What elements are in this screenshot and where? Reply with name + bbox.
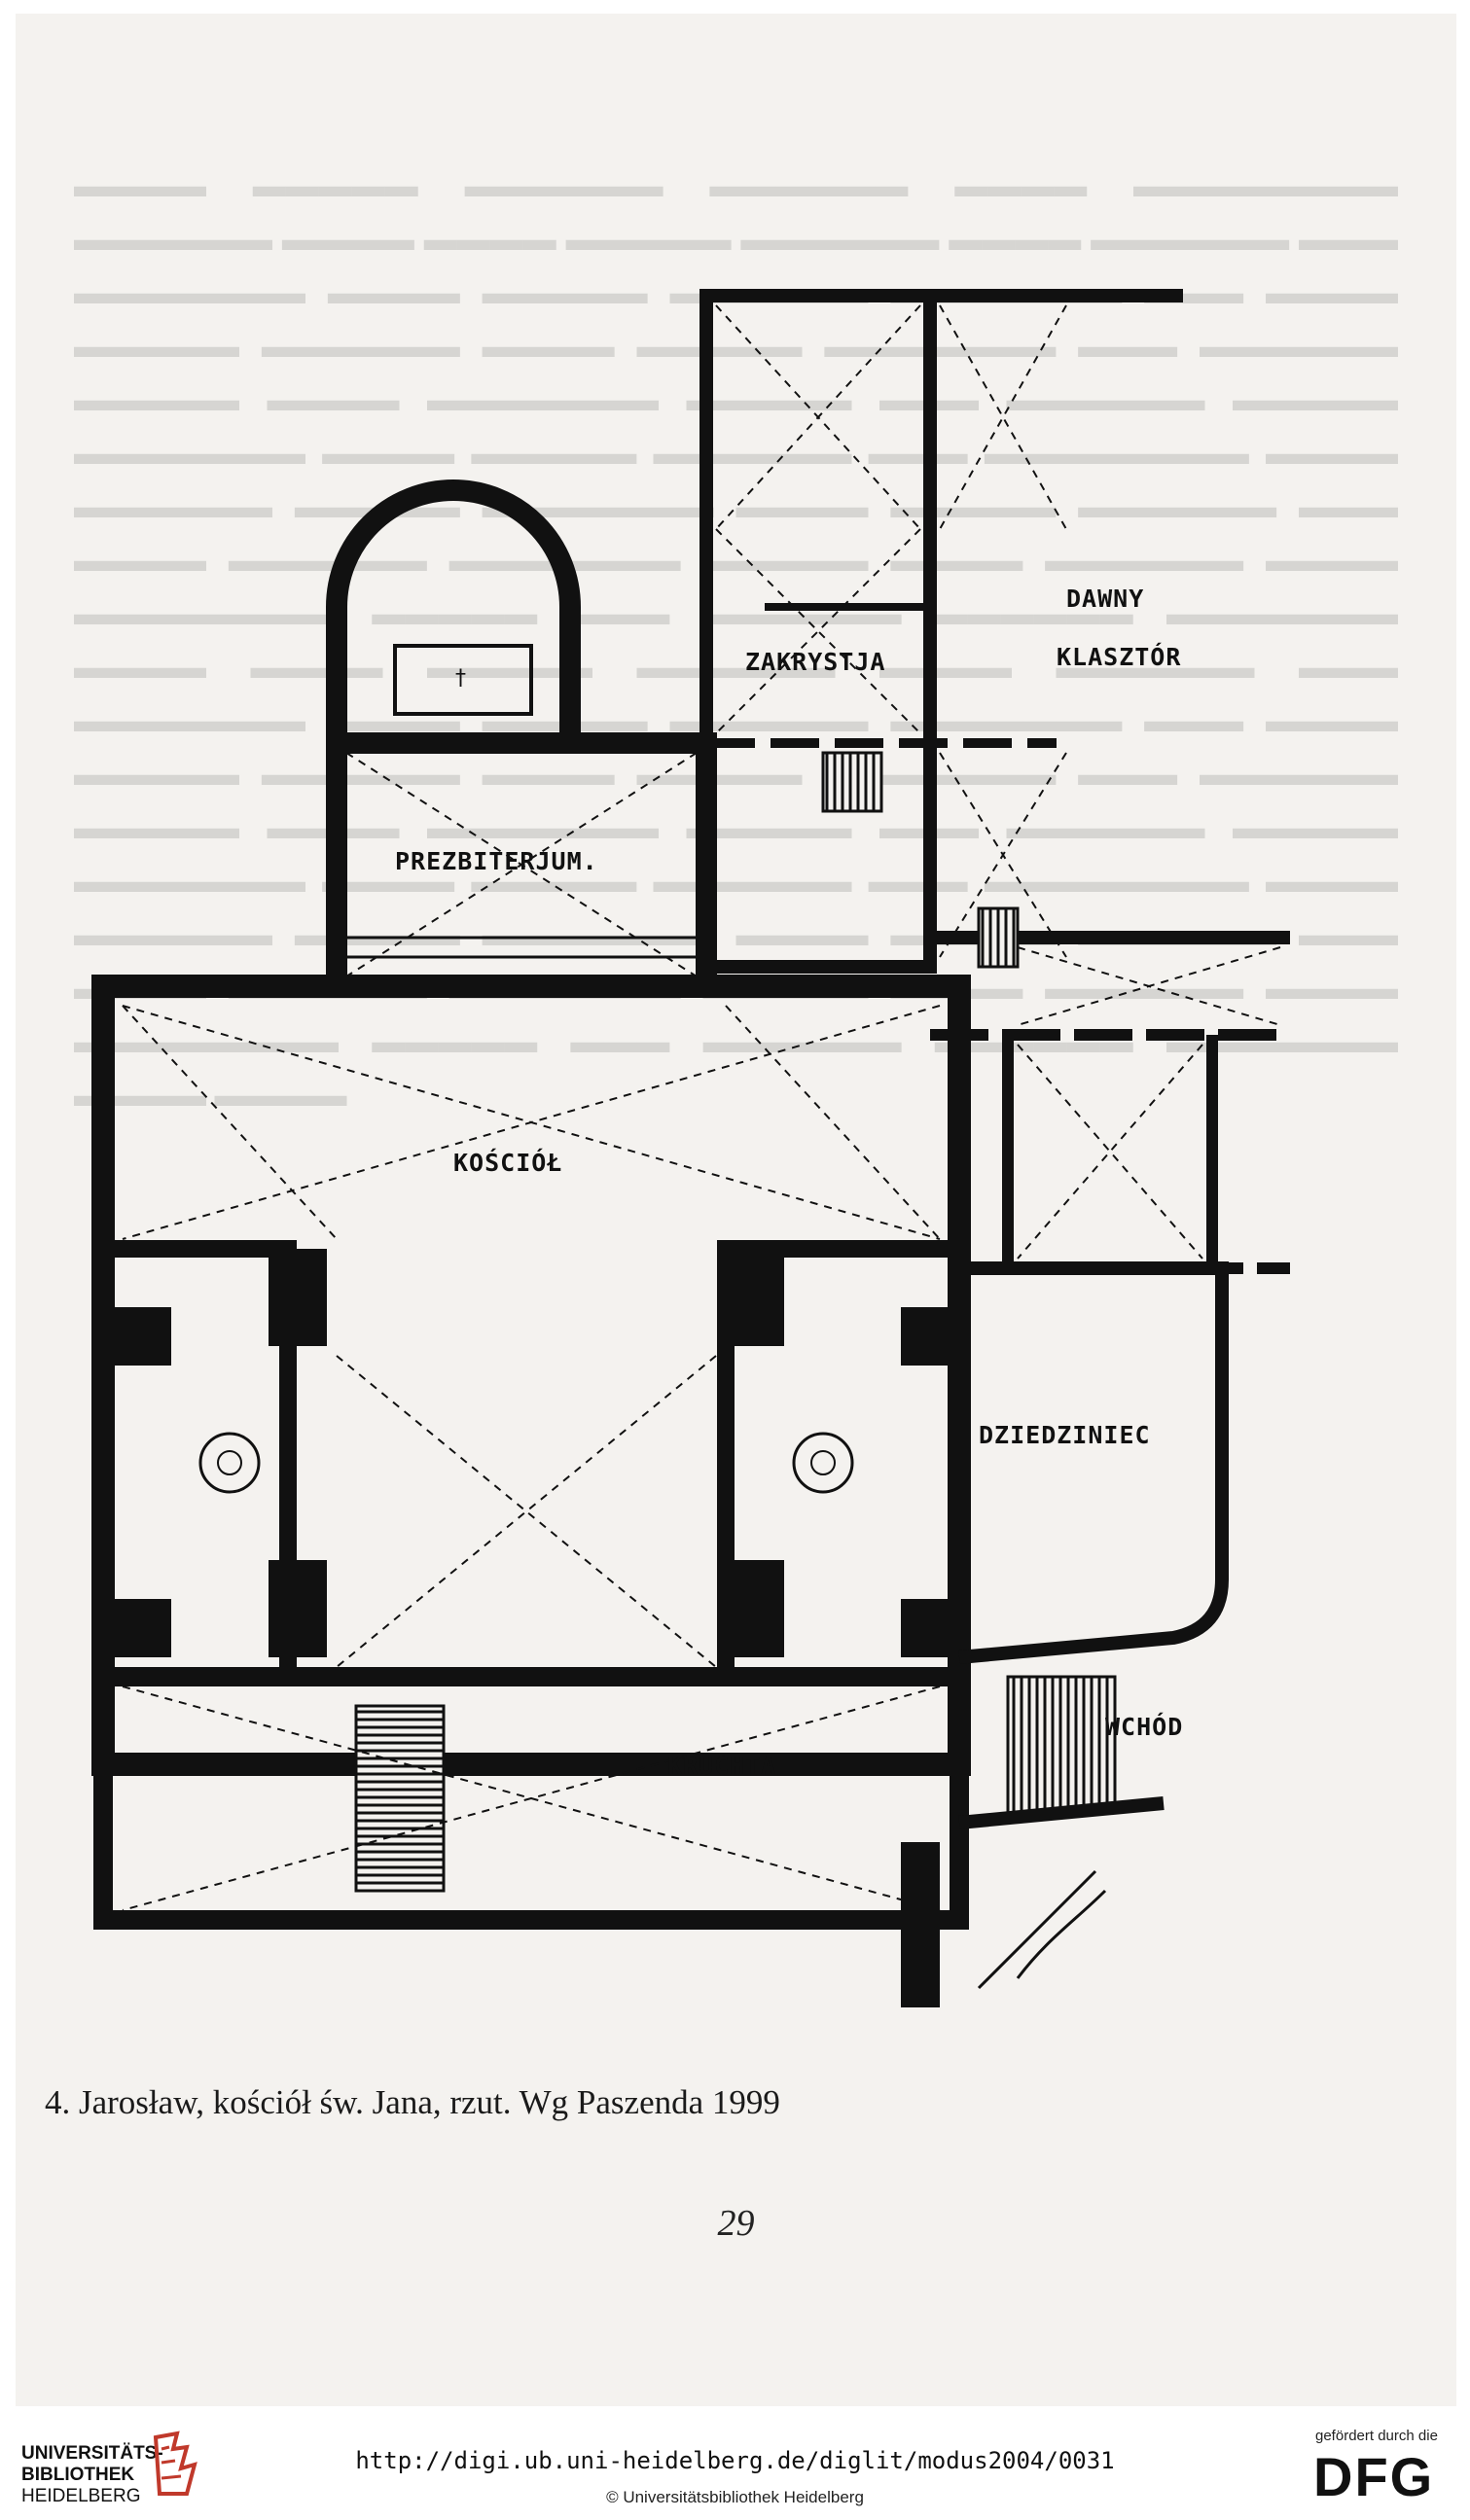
funding-label: gefördert durch die <box>1315 2428 1438 2444</box>
library-logo-icon <box>153 2431 197 2496</box>
svg-text:†: † <box>455 666 466 691</box>
footer-bar: UNIVERSITÄTS- BIBLIOTHEK HEIDELBERG http… <box>0 2408 1470 2520</box>
label-wchod: WCHÓD <box>1105 1712 1183 1741</box>
source-url-link[interactable]: http://digi.ub.uni-heidelberg.de/diglit/… <box>355 2447 1115 2474</box>
label-kruchta: KRUCHTA <box>667 1752 776 1780</box>
figure-caption: 4. Jarosław, kościół św. Jana, rzut. Wg … <box>45 2083 780 2121</box>
church-floor-plan: † <box>91 289 1290 2007</box>
signature-squiggle <box>977 1869 1107 1990</box>
presbytery: † <box>326 479 717 997</box>
label-prezbiterjum: PREZBITERJUM. <box>395 847 598 875</box>
label-dawny: DAWNY <box>1066 585 1144 613</box>
library-line-1: UNIVERSITÄTS- <box>21 2443 163 2464</box>
label-dziedziniec: DZIEDZINIEC <box>979 1421 1151 1449</box>
copyright-notice: © Universitätsbibliothek Heidelberg <box>606 2488 864 2506</box>
east-corridor <box>930 906 1290 1274</box>
nave <box>91 975 971 1776</box>
dfg-logo: DFG <box>1313 2446 1435 2507</box>
label-kosciol: KOŚCIÓŁ <box>453 1148 562 1177</box>
page-number: 29 <box>717 2203 755 2244</box>
library-line-3: HEIDELBERG <box>21 2486 141 2506</box>
label-klasztor: KLASZTÓR <box>1057 642 1181 671</box>
label-zakrystja: ZAKRYSTJA <box>745 648 885 676</box>
library-line-2: BIBLIOTHEK <box>21 2465 135 2485</box>
scanned-page: ▬▬▬▬ ▬▬▬▬▬ ▬▬▬▬▬▬ ▬▬▬▬▬▬ ▬▬▬▬ ▬▬▬▬▬▬▬▬ ▬… <box>16 14 1456 2406</box>
show-through-text: ▬▬▬▬ ▬▬▬▬▬ ▬▬▬▬▬▬ ▬▬▬▬▬▬ ▬▬▬▬ ▬▬▬▬▬▬▬▬ ▬… <box>74 168 1398 1114</box>
courtyard <box>958 1261 1229 1829</box>
porch <box>93 1667 969 2007</box>
library-logo-text: UNIVERSITÄTS- BIBLIOTHEK HEIDELBERG <box>21 2443 163 2507</box>
monastery-wing <box>699 289 1183 974</box>
